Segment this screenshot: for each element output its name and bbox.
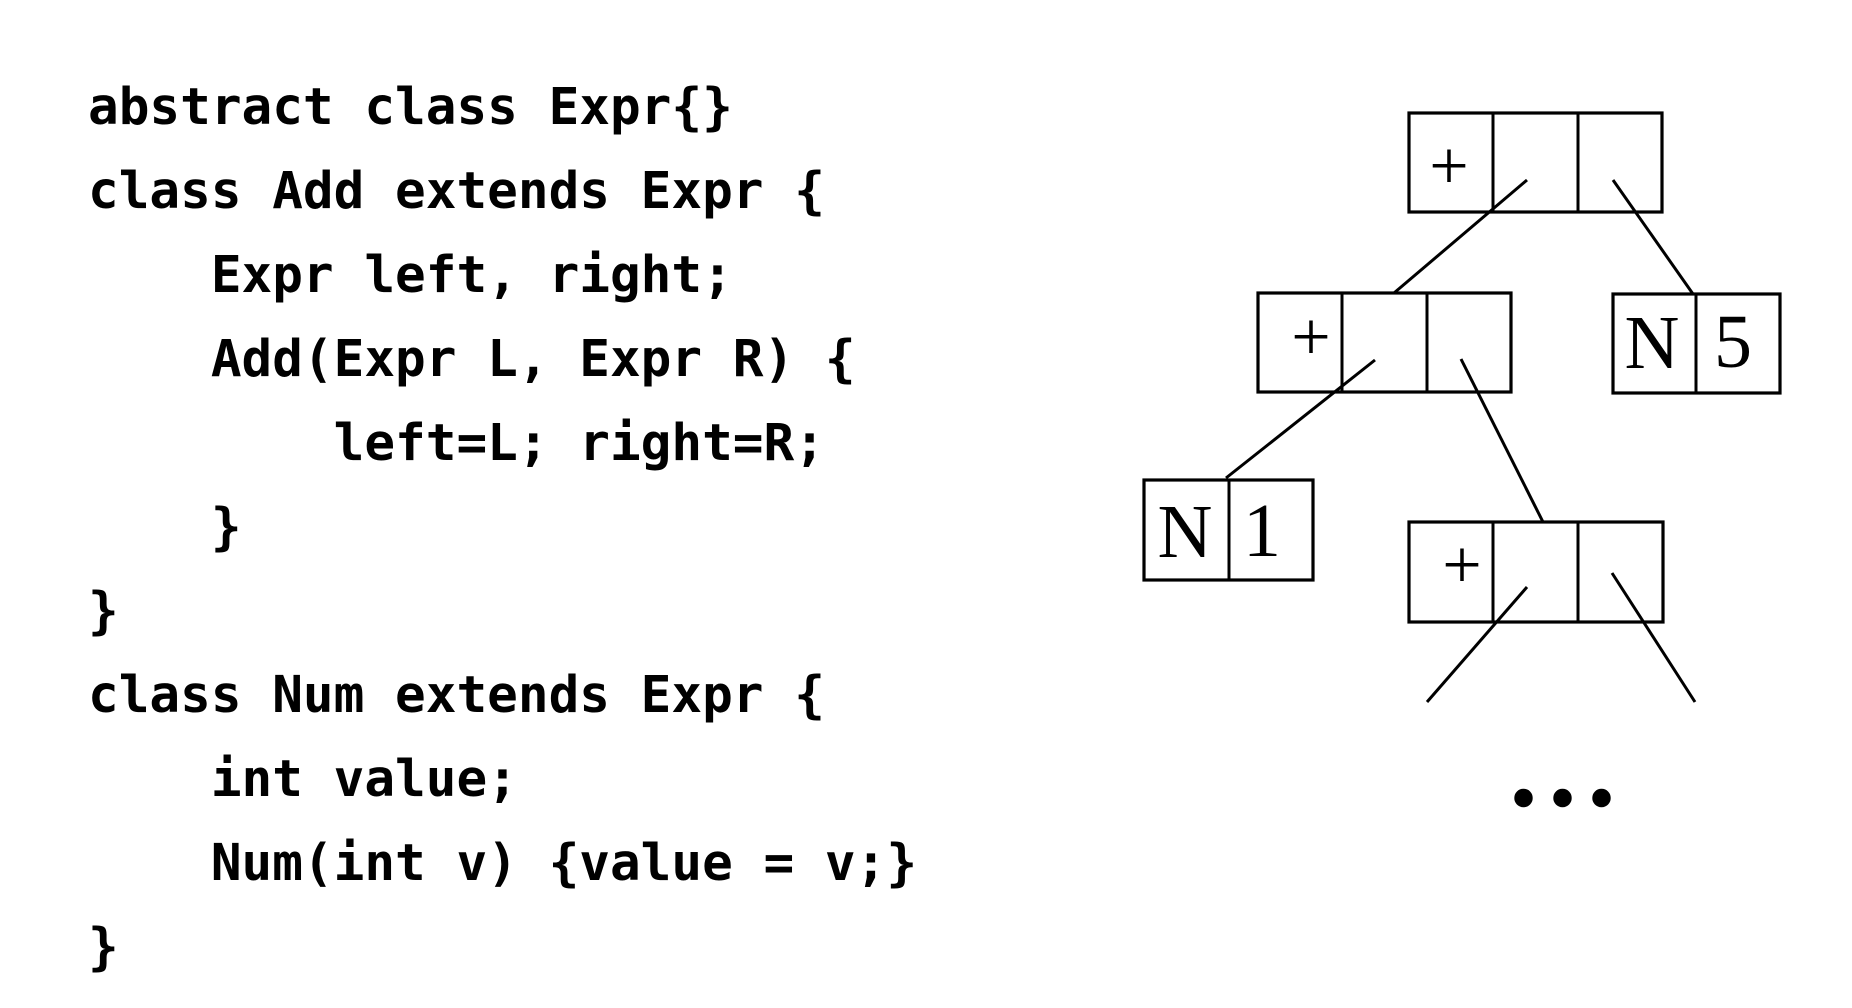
pointer-leftadd-right	[1459, 358, 1545, 523]
cons-cell-root-add	[1407, 111, 1664, 214]
cons-cell-num1	[1142, 478, 1315, 582]
root-add-box	[1407, 111, 1664, 214]
num5-value-label: 5	[1714, 300, 1752, 384]
inner-add-box	[1407, 520, 1665, 624]
cons-cell-inner-add	[1407, 520, 1665, 624]
num1-value-label: 1	[1243, 489, 1281, 573]
pointer-root-left	[1393, 178, 1528, 295]
subtree-ellipsis: ...	[1504, 666, 1621, 839]
pointer-leftadd-left	[1225, 358, 1376, 480]
java-code-listing: abstract class Expr{} class Add extends …	[88, 78, 918, 977]
cons-cell-num5	[1611, 292, 1782, 395]
pointer-root-right	[1611, 179, 1695, 295]
num1-tag-label: N	[1158, 490, 1213, 574]
pointer-inneradd-right-dangling	[1610, 572, 1697, 703]
root-add-op-label: +	[1429, 128, 1468, 205]
pointer-inneradd-left-dangling	[1425, 586, 1529, 703]
num5-tag-label: N	[1625, 301, 1680, 385]
inner-add-op-label: +	[1442, 527, 1481, 604]
left-add-op-label: +	[1291, 299, 1330, 376]
